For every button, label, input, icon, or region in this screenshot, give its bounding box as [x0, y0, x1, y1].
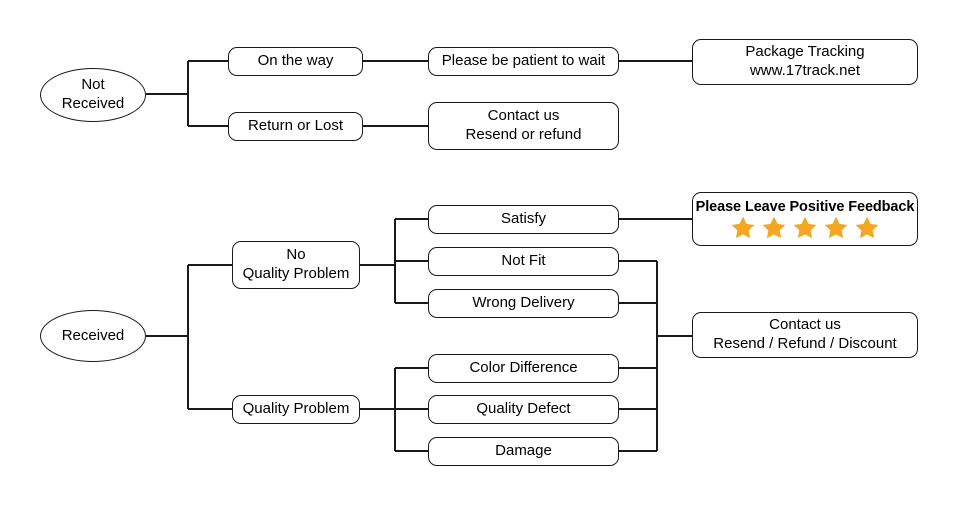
node-wrong-delivery-label: Wrong Delivery [472, 294, 575, 312]
node-return-or-lost[interactable]: Return or Lost [228, 112, 363, 141]
node-contact-us-resolution-line1: Contact us [769, 316, 841, 334]
star-icon[interactable] [855, 216, 879, 239]
node-no-quality-problem-line1: No [286, 246, 306, 264]
feedback-title: Please Leave Positive Feedback [695, 199, 915, 215]
star-icon[interactable] [762, 216, 786, 239]
node-no-quality-problem[interactable]: No Quality Problem [232, 241, 360, 289]
node-color-difference-label: Color Difference [469, 359, 578, 377]
node-not-received-line1: Not [81, 76, 105, 94]
node-contact-us-resolution[interactable]: Contact us Resend / Refund / Discount [692, 312, 918, 358]
node-received-label: Received [61, 326, 125, 344]
node-satisfy[interactable]: Satisfy [428, 205, 619, 234]
node-return-or-lost-label: Return or Lost [247, 117, 344, 135]
node-damage[interactable]: Damage [428, 437, 619, 466]
node-not-fit-label: Not Fit [501, 252, 546, 270]
node-color-difference[interactable]: Color Difference [428, 354, 619, 383]
node-please-be-patient[interactable]: Please be patient to wait [428, 47, 619, 76]
node-not-received[interactable]: Not Received [40, 68, 146, 122]
node-package-tracking-line1: Package Tracking [745, 43, 865, 61]
node-contact-us-resolution-line2: Resend / Refund / Discount [713, 335, 897, 352]
node-contact-us-resend-refund[interactable]: Contact us Resend or refund [428, 102, 619, 150]
node-not-received-line2: Received [61, 95, 125, 112]
node-on-the-way-label: On the way [257, 52, 334, 70]
node-contact-us-line1: Contact us [487, 107, 560, 125]
node-package-tracking-line2: www.17track.net [749, 62, 861, 79]
node-wrong-delivery[interactable]: Wrong Delivery [428, 289, 619, 318]
node-not-fit[interactable]: Not Fit [428, 247, 619, 276]
node-on-the-way[interactable]: On the way [228, 47, 363, 76]
node-please-be-patient-label: Please be patient to wait [441, 52, 606, 70]
star-icon[interactable] [824, 216, 848, 239]
node-received[interactable]: Received [40, 310, 146, 362]
node-satisfy-label: Satisfy [500, 210, 546, 228]
node-quality-defect-label: Quality Defect [476, 400, 571, 418]
star-icon[interactable] [793, 216, 817, 239]
node-quality-problem[interactable]: Quality Problem [232, 395, 360, 424]
node-package-tracking[interactable]: Package Tracking www.17track.net [692, 39, 918, 85]
star-icon[interactable] [731, 216, 755, 239]
node-positive-feedback[interactable]: Please Leave Positive Feedback [692, 192, 918, 246]
node-no-quality-problem-line2: Quality Problem [242, 265, 350, 282]
node-quality-defect[interactable]: Quality Defect [428, 395, 619, 424]
node-quality-problem-label: Quality Problem [242, 400, 350, 418]
star-rating[interactable] [731, 216, 879, 239]
node-damage-label: Damage [495, 442, 552, 460]
node-contact-us-line2: Resend or refund [465, 126, 582, 143]
